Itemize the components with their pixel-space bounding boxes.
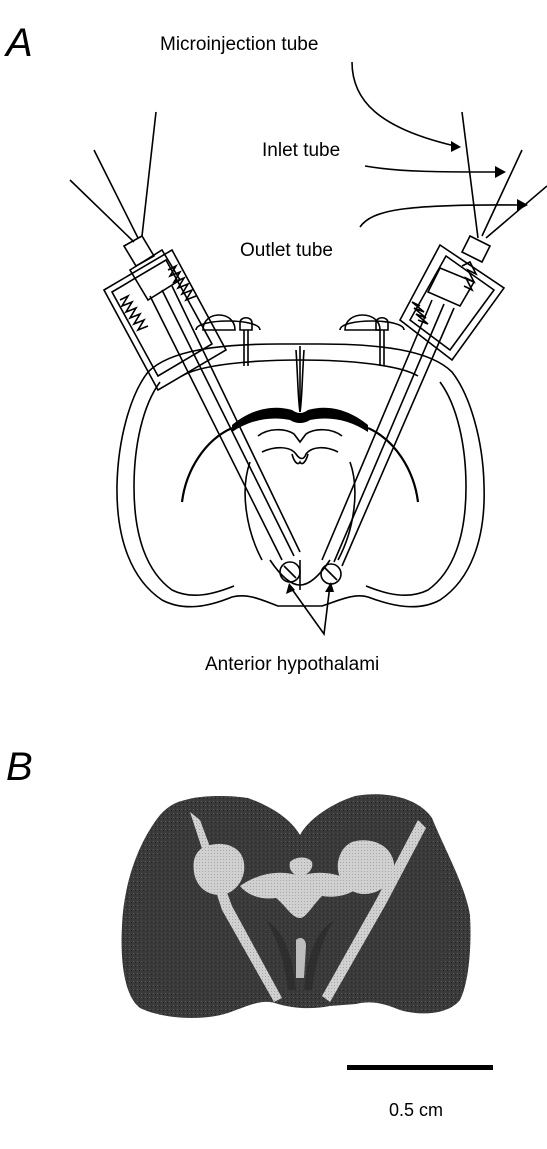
callouts: Microinjection tube Inlet tube Outlet tu…	[160, 34, 528, 675]
microinjection-tube-label: Microinjection tube	[160, 34, 318, 55]
inlet-tube-label: Inlet tube	[262, 140, 340, 161]
outlet-arrow-icon	[517, 199, 528, 211]
left-cannula-assembly	[70, 112, 300, 560]
anterior-hypothalami-label: Anterior hypothalami	[205, 654, 379, 675]
inlet-arrow-icon	[495, 166, 506, 178]
scale-bar-line	[347, 1065, 493, 1070]
brain-section-drawing	[117, 344, 484, 607]
right-cannula-assembly	[322, 112, 547, 566]
histology-section-image	[122, 794, 471, 1018]
panel-a-letter: A	[4, 21, 33, 65]
panel-b-letter: B	[6, 745, 33, 789]
scale-bar: 0.5 cm	[347, 1065, 493, 1120]
microinjection-arrow-icon	[451, 141, 461, 152]
outlet-tube-label: Outlet tube	[240, 240, 333, 261]
scale-bar-label: 0.5 cm	[389, 1100, 443, 1120]
